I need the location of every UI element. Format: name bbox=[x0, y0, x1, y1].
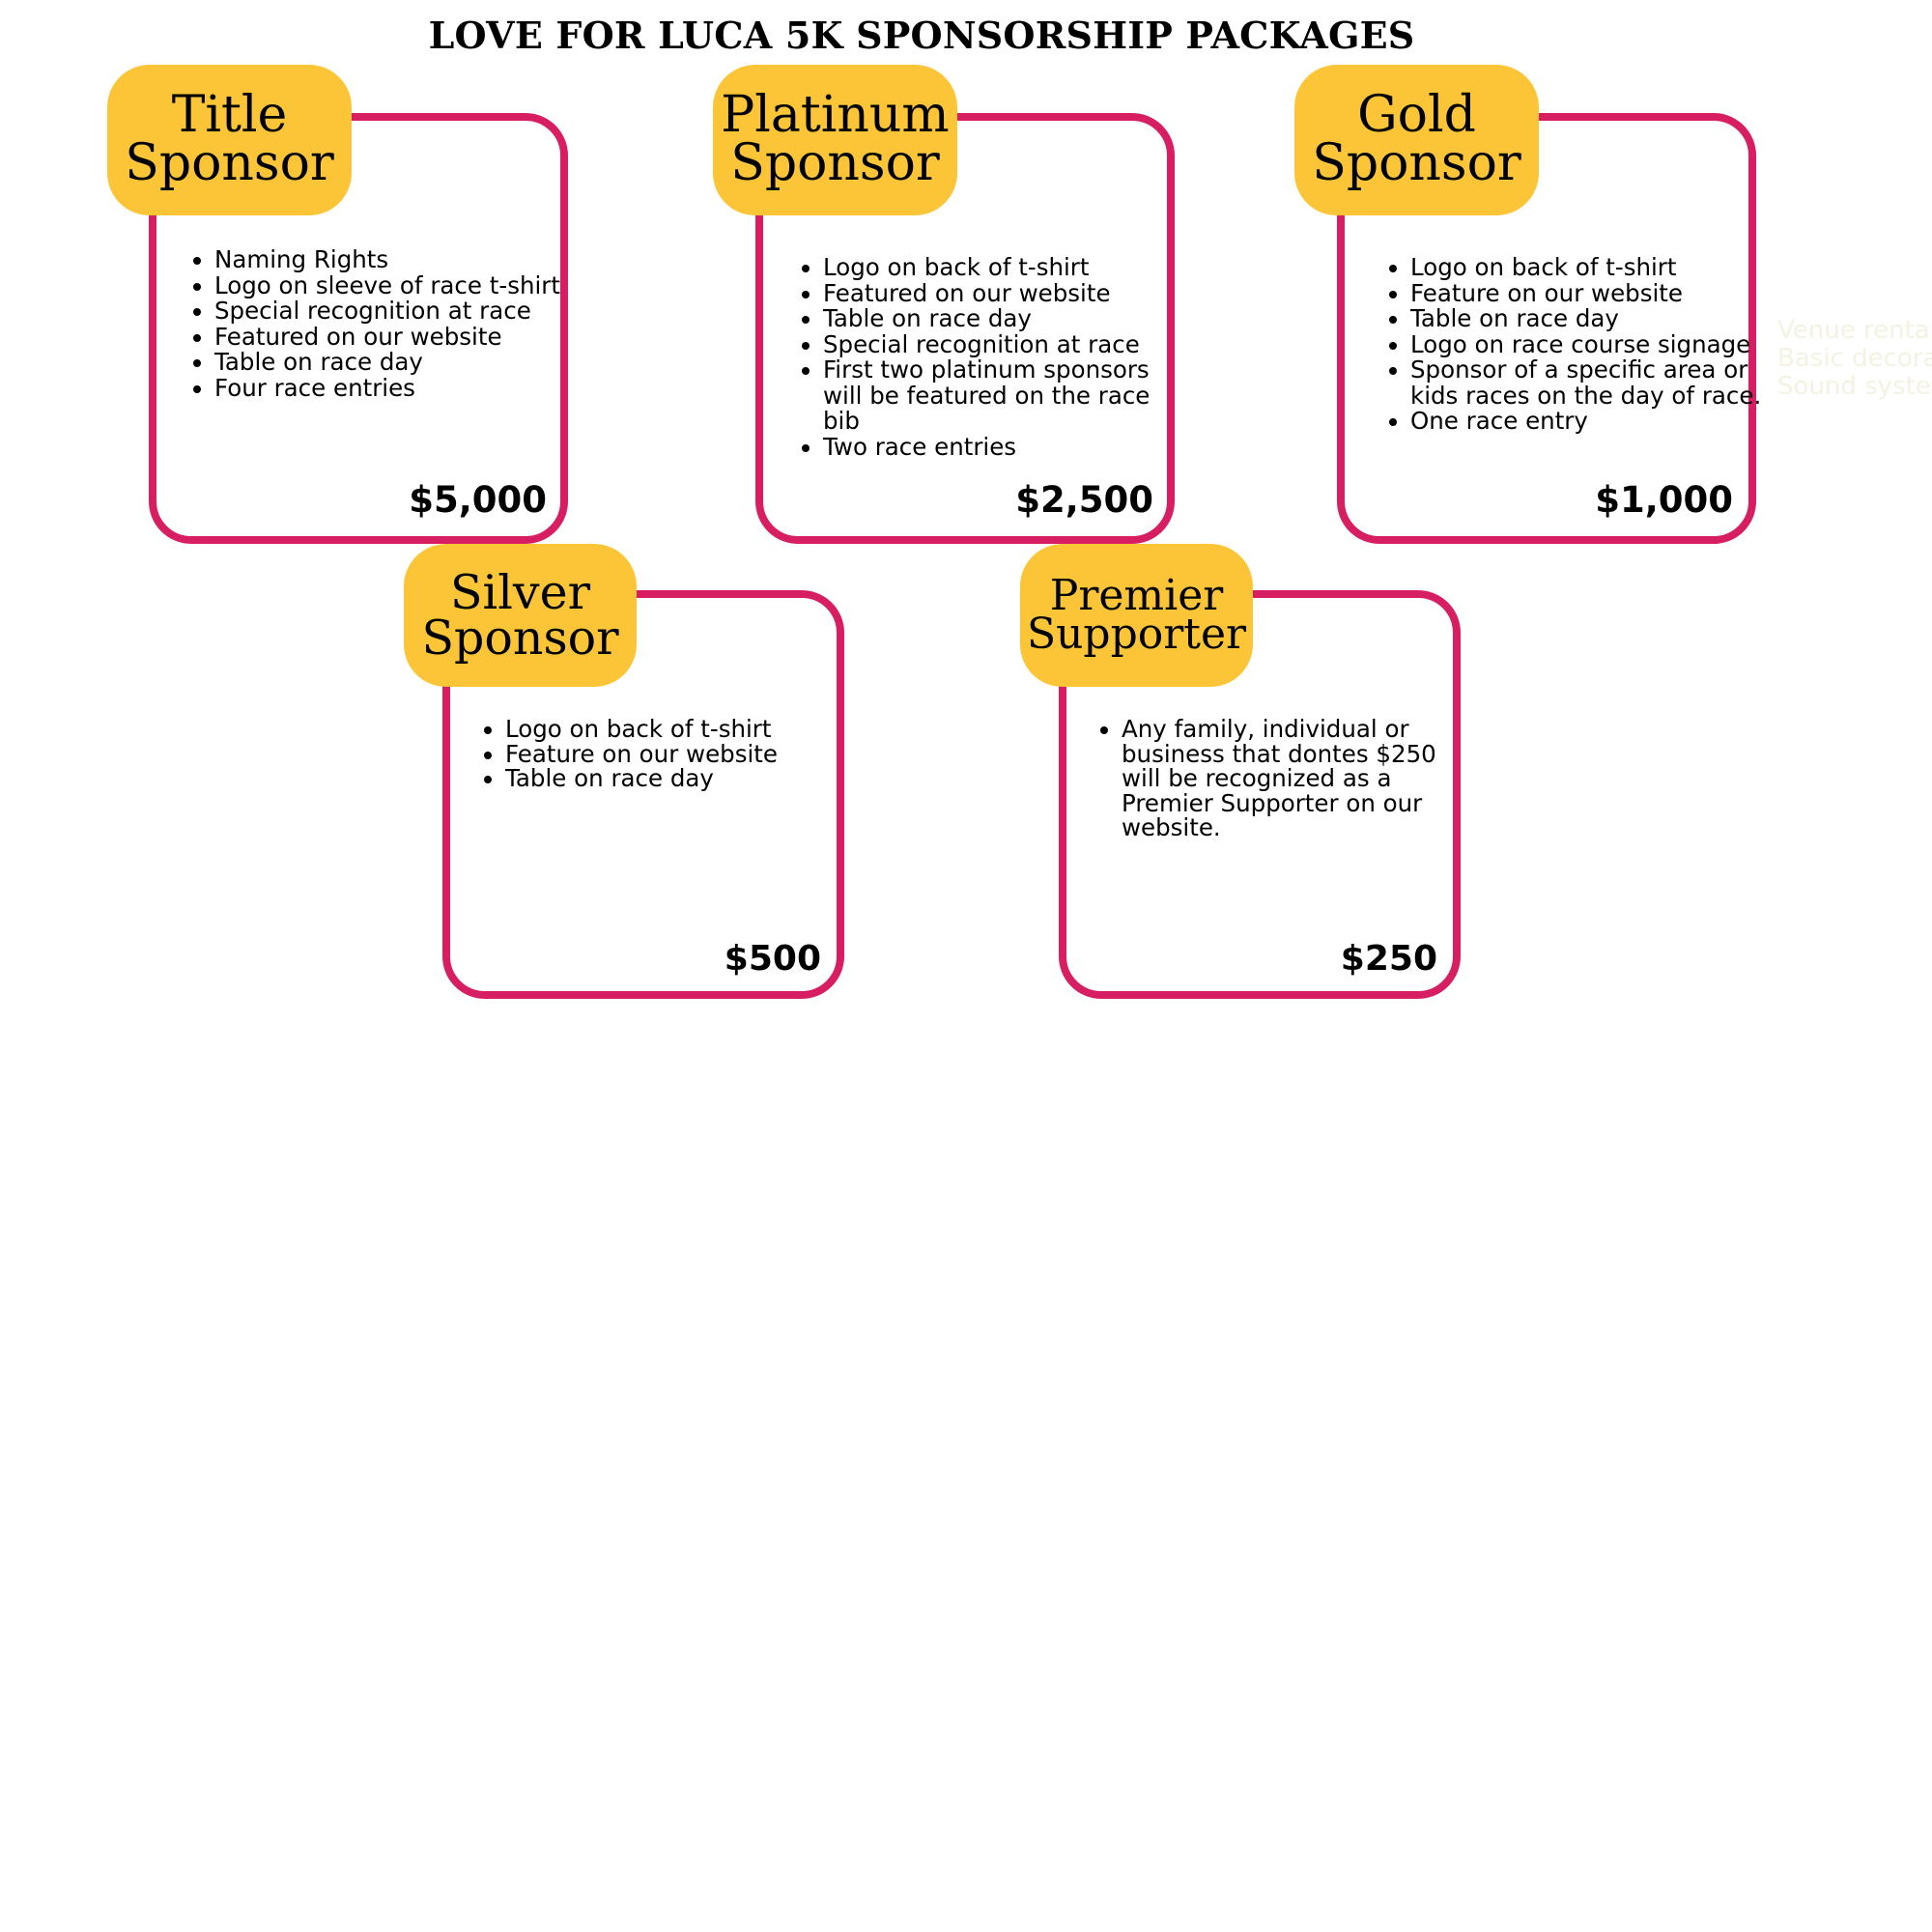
benefits-list: Logo on back of t-shirt Featured on our … bbox=[794, 254, 1185, 461]
list-item: Feature on our website bbox=[1410, 280, 1787, 307]
list-item: Feature on our website bbox=[505, 741, 867, 767]
list-item: Featured on our website bbox=[214, 324, 601, 351]
list-item: First two platinum sponsors will be feat… bbox=[823, 356, 1185, 435]
list-item: Naming Rights bbox=[214, 246, 601, 273]
benefits-list: Any family, individual or business that … bbox=[1093, 717, 1440, 840]
list-item: Two race entries bbox=[823, 434, 1185, 461]
list-item: Logo on sleeve of race t-shirt bbox=[214, 272, 601, 299]
list-item: Table on race day bbox=[214, 349, 601, 376]
price: $250 bbox=[1340, 939, 1437, 979]
list-item: Featured on our website bbox=[823, 280, 1185, 307]
benefits-list: Naming Rights Logo on sleeve of race t-s… bbox=[185, 246, 601, 402]
price: $500 bbox=[724, 939, 821, 979]
faded-text: Venue rental Basic decora Sound system bbox=[1777, 316, 1932, 401]
list-item: Logo on back of t-shirt bbox=[823, 254, 1185, 281]
list-item: Special recognition at race bbox=[823, 331, 1185, 358]
list-item: Four race entries bbox=[214, 375, 601, 402]
benefits-list: Logo on back of t-shirt Feature on our w… bbox=[1381, 254, 1787, 435]
list-item: Special recognition at race bbox=[214, 298, 601, 325]
page-title: LOVE FOR LUCA 5K SPONSORSHIP PACKAGES bbox=[428, 14, 1415, 57]
list-item: Logo on back of t-shirt bbox=[1410, 254, 1787, 281]
list-item: Table on race day bbox=[823, 305, 1185, 332]
price: $1,000 bbox=[1595, 479, 1733, 521]
list-item: Logo on back of t-shirt bbox=[505, 717, 867, 742]
list-item: One race entry bbox=[1410, 408, 1787, 435]
list-item: Sponsor of a specific area or kids races… bbox=[1410, 356, 1787, 409]
benefits-list: Logo on back of t-shirt Feature on our w… bbox=[476, 717, 867, 791]
list-item: Table on race day bbox=[1410, 305, 1787, 332]
price: $5,000 bbox=[409, 479, 547, 521]
price: $2,500 bbox=[1015, 479, 1153, 521]
list-item: Any family, individual or business that … bbox=[1122, 717, 1440, 840]
list-item: Logo on race course signage bbox=[1410, 331, 1787, 358]
list-item: Table on race day bbox=[505, 766, 867, 791]
